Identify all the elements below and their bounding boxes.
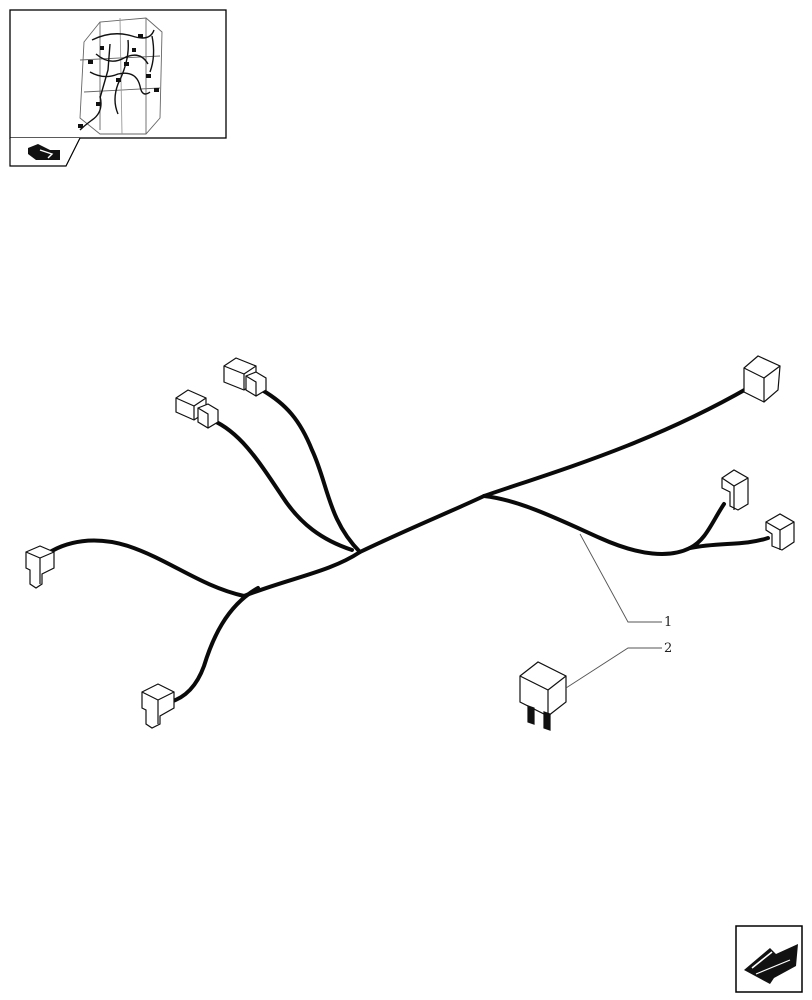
harness-branch-bottom-left <box>168 586 260 704</box>
wiring-harness <box>42 386 770 704</box>
harness-trunk <box>242 386 750 598</box>
previous-page-arrow-icon[interactable] <box>28 144 60 160</box>
thumbnail-panel[interactable] <box>9 9 227 167</box>
connector-top-right <box>743 355 781 403</box>
relay <box>519 661 567 731</box>
harness-branch-upper-b <box>260 388 362 554</box>
callout-1: 1 <box>664 615 672 630</box>
harness-branch-left <box>42 538 246 598</box>
connector-left <box>25 545 55 589</box>
connector-upper-a <box>175 389 219 429</box>
harness-branch-right <box>482 494 726 556</box>
callout-leaders <box>565 533 662 689</box>
harness-branch-right-lower <box>688 536 770 550</box>
next-page-arrow-icon[interactable] <box>735 925 803 993</box>
harness-branch-upper-a <box>210 418 354 552</box>
connector-right-lower <box>765 513 795 551</box>
callout-2: 2 <box>664 641 672 656</box>
connector-bottom-left <box>141 683 175 729</box>
connector-upper-b <box>223 357 267 397</box>
connector-right-upper <box>721 469 749 511</box>
